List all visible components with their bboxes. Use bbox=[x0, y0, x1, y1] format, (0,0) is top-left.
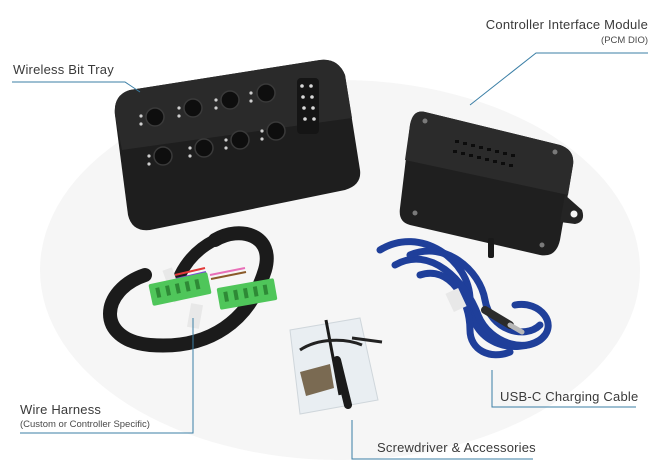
callout-line-usb-c bbox=[491, 370, 636, 408]
wireless-bit-tray bbox=[114, 59, 361, 231]
controller-interface-module bbox=[399, 111, 584, 258]
label-wireless-bit-tray: Wireless Bit Tray bbox=[13, 62, 114, 77]
label-usb-c-charging-cable: USB-C Charging Cable bbox=[500, 389, 639, 404]
callout-line-screwdriver bbox=[351, 420, 533, 460]
callout-line-bit-tray bbox=[12, 81, 141, 93]
label-screwdriver-accessories: Screwdriver & Accessories bbox=[377, 440, 536, 455]
label-controller-interface-module-subtitle: (PCM DIO) bbox=[601, 35, 648, 46]
label-controller-interface-module: Controller Interface Module bbox=[485, 17, 648, 32]
screwdriver-accessories bbox=[289, 317, 383, 415]
callout-line-cim bbox=[469, 52, 648, 106]
callout-lines bbox=[12, 52, 648, 460]
label-wire-harness: Wire Harness bbox=[20, 402, 102, 417]
label-wire-harness-subtitle: (Custom or Controller Specific) bbox=[20, 419, 150, 430]
wire-harness bbox=[103, 226, 278, 353]
usb-c-cable bbox=[376, 238, 552, 359]
callout-line-harness bbox=[20, 318, 194, 434]
